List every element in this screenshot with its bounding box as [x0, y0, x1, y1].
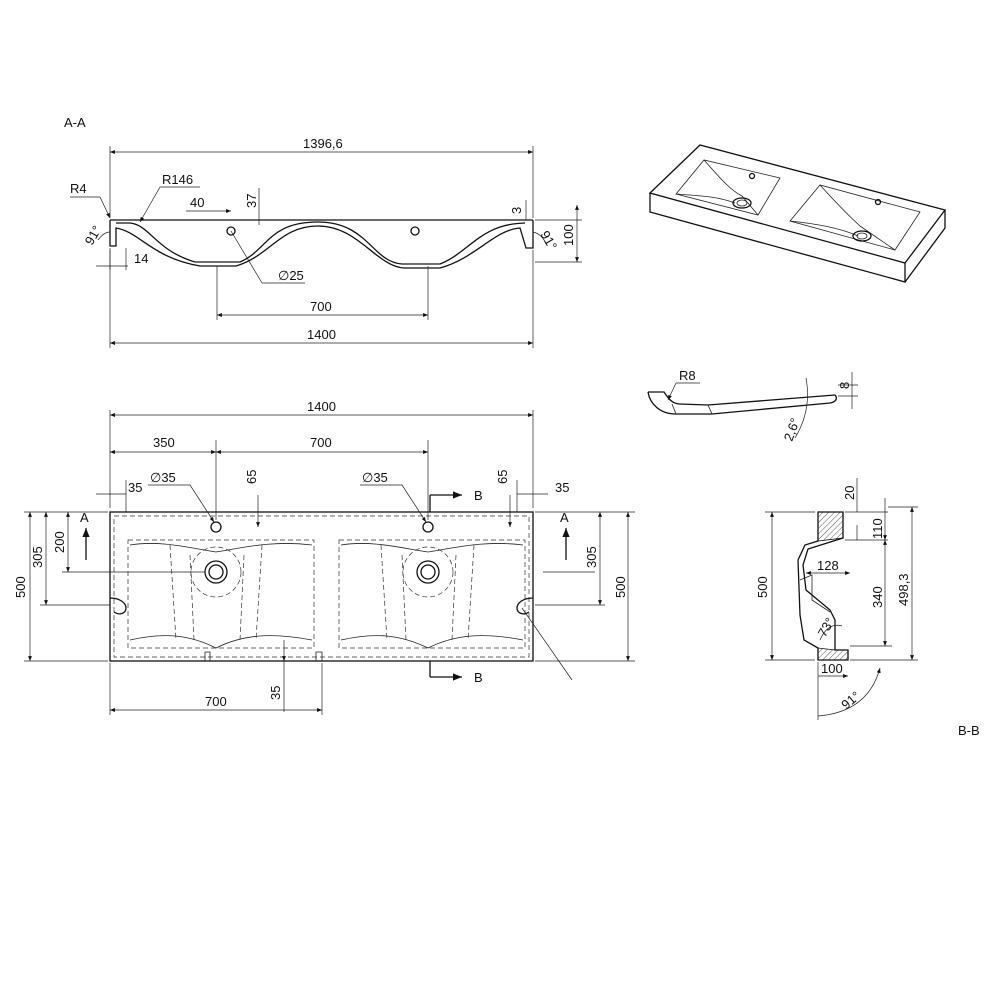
dim-20: 20 [842, 486, 857, 500]
tap-hole-plan-right [422, 521, 434, 533]
dim-500-right: 500 [613, 576, 628, 598]
dim-35-left: 35 [128, 480, 142, 495]
section-aa-profile-outer [109, 220, 534, 269]
isometric-view [648, 144, 947, 283]
dim-hole-25: ∅25 [278, 268, 304, 283]
dim-700-aa: 700 [310, 299, 332, 314]
dim-37: 37 [244, 194, 259, 208]
dim-8: 8 [837, 382, 852, 389]
dim-305-right: 305 [584, 546, 599, 568]
dim-110: 110 [870, 518, 885, 539]
dim-r146: R146 [162, 172, 193, 187]
plan-outline [109, 511, 534, 662]
dim-1400-plan: 1400 [307, 399, 336, 414]
dim-tap-right: ∅35 [362, 470, 388, 485]
dim-700-bottom: 700 [205, 694, 227, 709]
tap-hole-plan-left [210, 521, 222, 533]
dim-100: 100 [561, 224, 576, 246]
dim-100-bb: 100 [821, 661, 843, 676]
dim-128: 128 [817, 558, 839, 573]
edge-detail-view: R8 8 2,6° [647, 368, 858, 443]
tap-hole-left [226, 226, 236, 236]
dim-3: 3 [509, 207, 524, 214]
dim-65-left: 65 [244, 470, 259, 484]
angle-2-6: 2,6° [781, 416, 803, 443]
dim-40: 40 [190, 195, 204, 210]
basin-left [127, 539, 315, 649]
section-a-left: A [80, 510, 89, 525]
section-aa-profile-inner [116, 221, 526, 265]
dim-500-bb: 500 [755, 576, 770, 598]
dim-65-right: 65 [495, 470, 510, 484]
section-aa-view: A-A 1396,6 R4 R146 40 37 3 100 [64, 115, 582, 348]
dim-1396: 1396,6 [303, 136, 343, 151]
dim-500-left: 500 [13, 576, 28, 598]
dim-200: 200 [52, 531, 67, 553]
dim-tap-left: ∅35 [150, 470, 176, 485]
dim-35-right: 35 [555, 480, 569, 495]
dim-340: 340 [870, 586, 885, 608]
section-b-bottom: B [474, 670, 483, 685]
section-bb-view: 20 110 128 340 498,3 500 73° 100 91° B-B [755, 478, 980, 738]
dim-498: 498,3 [896, 573, 911, 606]
basin-right [338, 539, 526, 649]
angle-right-91: 91° [537, 228, 560, 253]
dim-1400-aa: 1400 [307, 327, 336, 342]
dim-14: 14 [134, 251, 148, 266]
tap-hole-right [410, 226, 420, 236]
dim-35-bottom: 35 [268, 686, 283, 700]
dim-r8: R8 [679, 368, 696, 383]
dim-305-left: 305 [30, 546, 45, 568]
section-b-top: B [474, 488, 483, 503]
dim-r4: R4 [70, 181, 87, 196]
dim-350: 350 [153, 435, 175, 450]
section-aa-title: A-A [64, 115, 86, 130]
section-bb-title: B-B [958, 723, 980, 738]
section-a-right: A [560, 510, 569, 525]
angle-91-bb: 91° [838, 688, 863, 712]
dim-700-top: 700 [310, 435, 332, 450]
plan-view: 1400 350 700 ∅35 ∅35 35 65 65 35 B [13, 399, 635, 715]
angle-left-91: 91° [82, 223, 105, 248]
